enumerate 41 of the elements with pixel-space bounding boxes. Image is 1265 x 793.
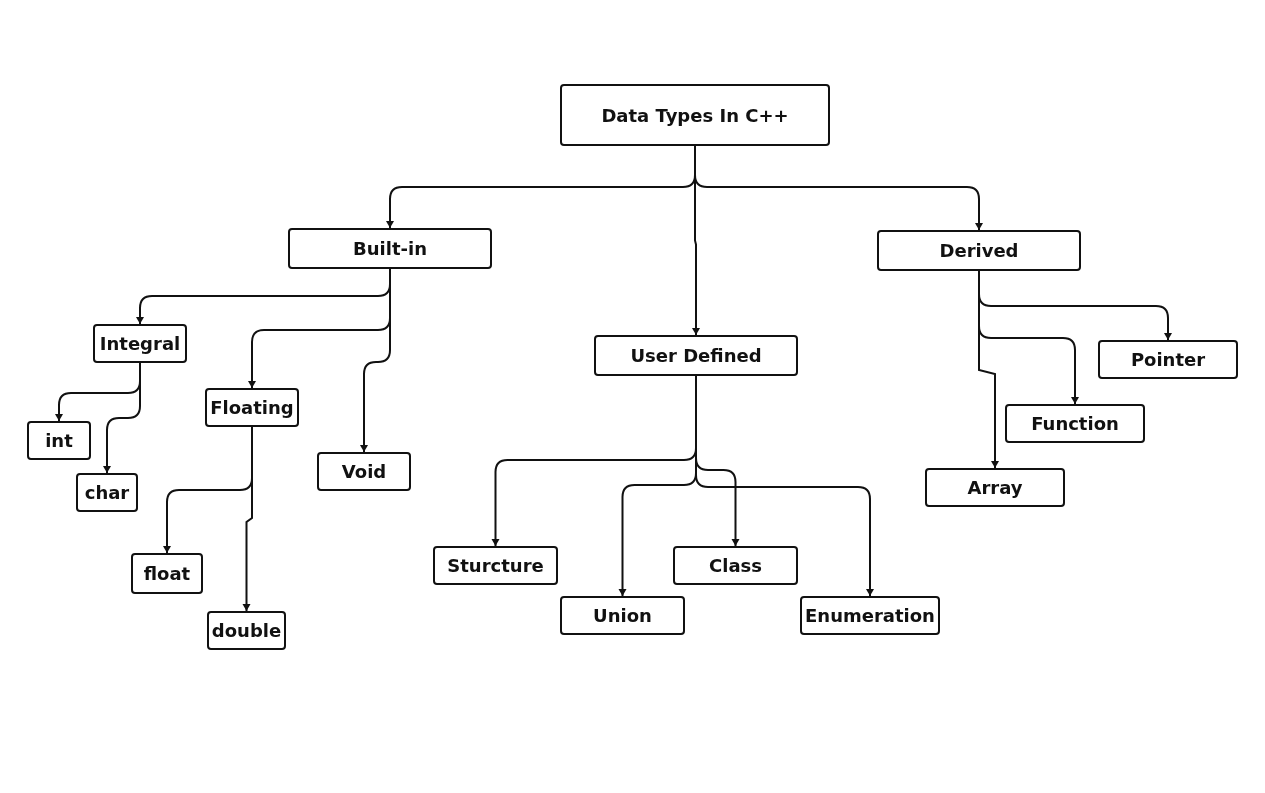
type-box bbox=[560, 84, 830, 146]
type-label: int bbox=[45, 430, 73, 451]
type-box bbox=[131, 553, 203, 594]
type-label: Integral bbox=[99, 333, 181, 354]
type-label: Enumeration bbox=[805, 605, 935, 626]
type-label: Void bbox=[341, 461, 387, 482]
type-label: Built-in bbox=[353, 238, 427, 259]
type-label: Floating bbox=[210, 397, 294, 418]
type-label: Sturcture bbox=[447, 555, 544, 576]
type-box bbox=[317, 452, 411, 491]
type-box bbox=[1098, 340, 1238, 379]
arrow bbox=[978, 270, 999, 469]
type-label: Class bbox=[709, 555, 762, 576]
arrow bbox=[360, 268, 391, 453]
type-label: Derived bbox=[939, 240, 1019, 261]
type-label: Data Types In C++ bbox=[601, 104, 789, 126]
type-box bbox=[594, 335, 798, 376]
type-box bbox=[76, 473, 138, 512]
type-label: Array bbox=[967, 477, 1023, 498]
arrow bbox=[694, 145, 983, 231]
type-label: User Defined bbox=[630, 345, 762, 366]
type-label: float bbox=[143, 563, 191, 584]
type-box bbox=[433, 546, 558, 585]
type-label: Function bbox=[1031, 413, 1119, 434]
type-box bbox=[207, 611, 286, 650]
type-box bbox=[877, 230, 1081, 271]
arrow bbox=[242, 426, 253, 612]
type-box bbox=[288, 228, 492, 269]
type-box bbox=[800, 596, 940, 635]
type-label: char bbox=[84, 482, 130, 503]
type-box bbox=[93, 324, 187, 363]
type-label: Union bbox=[593, 605, 652, 626]
type-box bbox=[1005, 404, 1145, 443]
type-box bbox=[27, 421, 91, 460]
type-label: Pointer bbox=[1130, 349, 1206, 370]
type-box bbox=[925, 468, 1065, 507]
type-box bbox=[673, 546, 798, 585]
type-label: double bbox=[211, 620, 282, 641]
type-box bbox=[560, 596, 685, 635]
type-box bbox=[205, 388, 299, 427]
arrow bbox=[103, 362, 141, 474]
